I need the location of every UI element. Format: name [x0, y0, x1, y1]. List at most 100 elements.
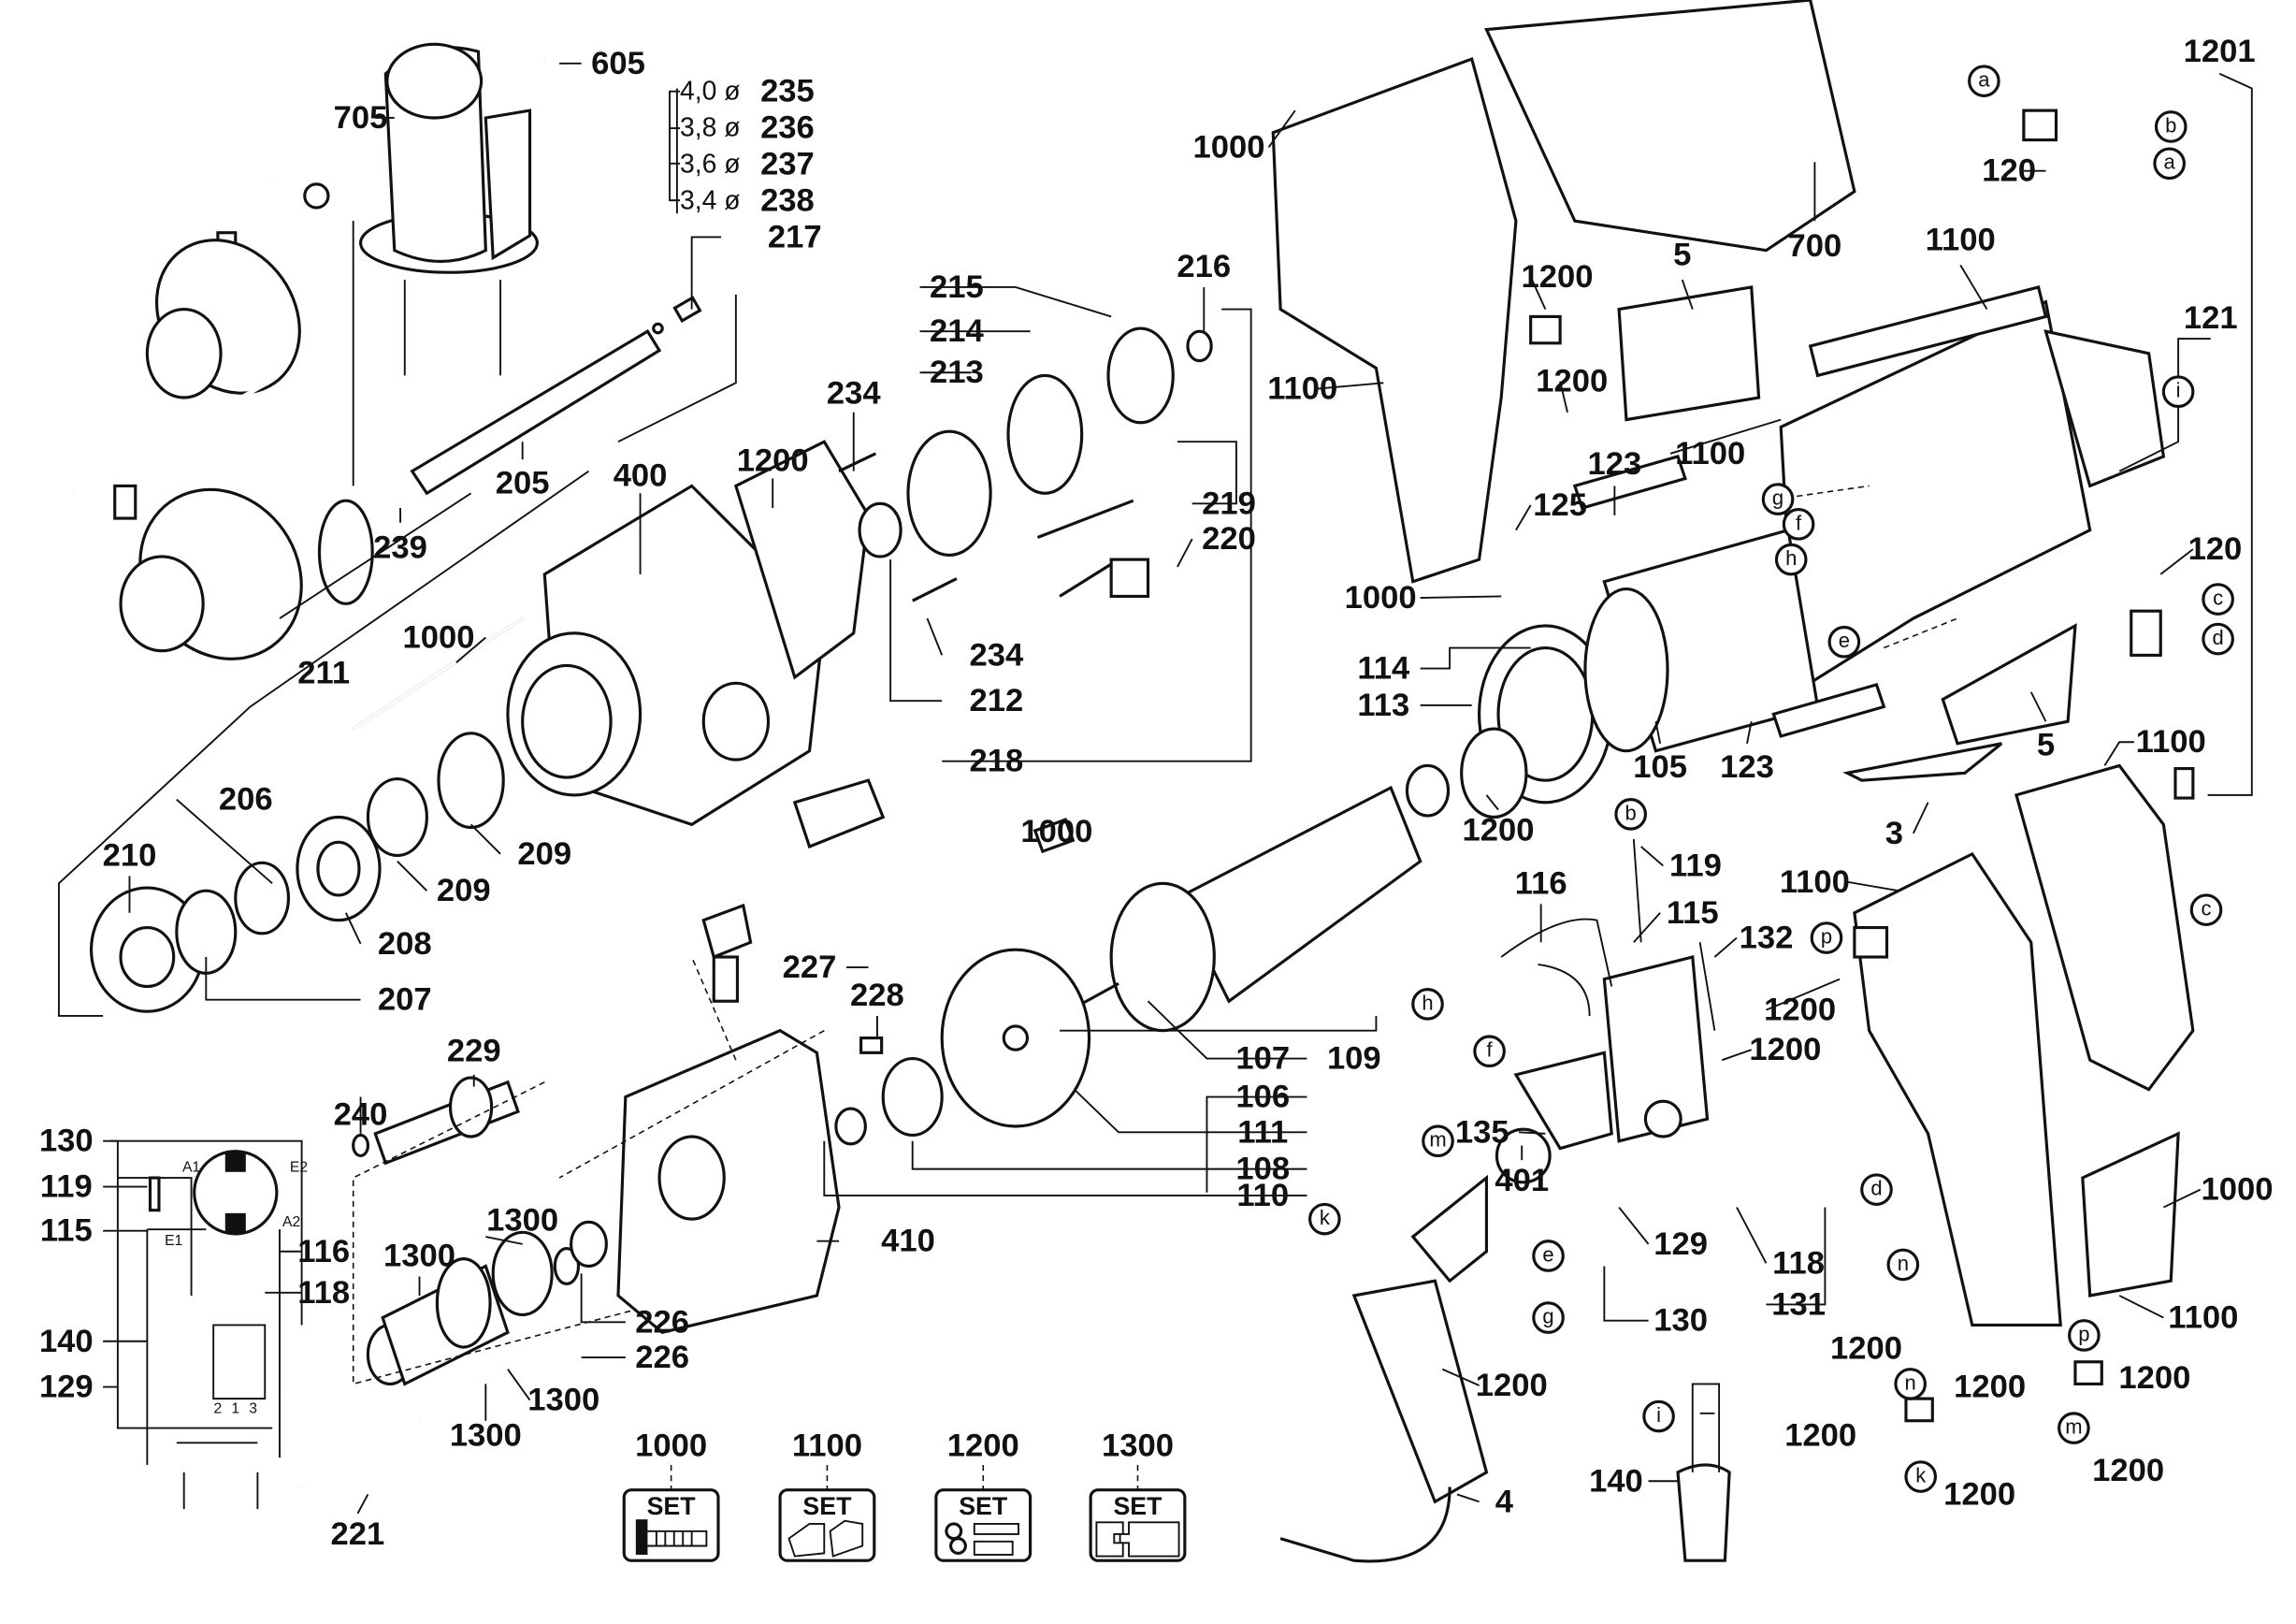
wiring-schematic	[110, 1139, 303, 1510]
wire-connector-marker	[1827, 625, 1861, 659]
wire-letter-c: c	[2213, 587, 2223, 610]
part-label-132: 132	[1740, 921, 1794, 956]
wire-letter-p: p	[1821, 924, 1832, 948]
wire-letter-a: a	[2164, 151, 2176, 174]
part-label-215: 215	[930, 269, 984, 305]
terminal-label: E2	[290, 1160, 308, 1176]
wire-connector-marker	[1886, 1248, 1920, 1282]
wire-connector-marker	[1860, 1173, 1893, 1206]
wire-letter-f: f	[1796, 511, 1802, 534]
part-label-140: 140	[1589, 1463, 1643, 1499]
terminal-label: E1	[165, 1233, 182, 1249]
wire-connector-marker	[2202, 622, 2234, 656]
wire-letter-n: n	[1905, 1370, 1916, 1394]
part-label-1000: 1000	[1020, 814, 1092, 849]
intermediate-shaft-drawing	[300, 1076, 608, 1489]
wire-letter-m: m	[1429, 1128, 1446, 1152]
part-label-1200: 1200	[1784, 1417, 1856, 1453]
wire-connector-marker	[1422, 1124, 1454, 1158]
part-label-108: 108	[1235, 1152, 1290, 1187]
part-label-1100: 1100	[1675, 436, 1745, 471]
part-label-228: 228	[850, 978, 904, 1013]
part-label-1100: 1100	[2168, 1300, 2238, 1336]
part-label-130: 130	[1653, 1303, 1708, 1339]
part-label-235: 235	[760, 74, 815, 109]
housing-halves-icon	[787, 1519, 864, 1558]
part-label-1100: 1100	[2136, 724, 2206, 760]
wire-letter-b: b	[1625, 801, 1637, 824]
part-label-1300: 1300	[486, 1203, 558, 1239]
wire-connector-marker	[2189, 893, 2223, 926]
part-label-205: 205	[496, 465, 550, 500]
part-label-1201: 1201	[2184, 34, 2256, 69]
part-label-1200: 1200	[1463, 813, 1535, 848]
part-label-209: 209	[437, 873, 491, 908]
part-label-227: 227	[783, 950, 837, 985]
part-label-119: 119	[40, 1169, 93, 1205]
side-handle-drawing	[270, 42, 546, 376]
pin-diameter: 3,4 ø	[680, 185, 741, 215]
wire-connector-marker	[1614, 798, 1647, 831]
pin-diameter: 3,6 ø	[680, 149, 741, 179]
part-label-210: 210	[103, 837, 157, 873]
part-label-140: 140	[39, 1324, 94, 1359]
wire-connector-marker	[2161, 375, 2195, 409]
wire-letter-g: g	[1542, 1304, 1553, 1327]
wire-connector-marker	[1473, 1035, 1506, 1068]
wire-letter-k: k	[1320, 1206, 1331, 1229]
part-label-113: 113	[1357, 688, 1409, 723]
part-label-131: 131	[1771, 1286, 1826, 1322]
wire-letter-e: e	[1839, 629, 1850, 652]
small-parts-icon	[945, 1522, 1019, 1556]
wire-connector-marker	[1968, 65, 2000, 97]
gear-housing-drawing	[352, 440, 886, 849]
part-label-220: 220	[1202, 521, 1256, 557]
part-label-120: 120	[1982, 153, 2036, 189]
clutch-parts-drawing	[89, 732, 505, 1013]
part-label-206: 206	[219, 782, 273, 818]
part-label-107: 107	[1235, 1041, 1290, 1077]
wire-connector-marker	[2202, 583, 2234, 616]
part-label-211: 211	[297, 655, 350, 690]
part-label-216: 216	[1177, 249, 1231, 284]
wire-connector-marker	[1411, 988, 1444, 1021]
field-coil-drawing	[1405, 455, 1886, 819]
wire-letter-g: g	[1772, 486, 1783, 510]
part-label-121: 121	[2184, 300, 2238, 336]
wire-connector-marker	[2068, 1319, 2101, 1352]
wire-letter-f: f	[1487, 1038, 1494, 1062]
part-label-212: 212	[970, 683, 1024, 718]
set-number-1000: 1000	[635, 1428, 707, 1463]
part-label-114: 114	[1357, 651, 1410, 687]
terminal-label: A2	[282, 1214, 300, 1230]
part-label-1100: 1100	[1780, 864, 1850, 900]
wire-connector-marker	[1642, 1399, 1675, 1433]
part-label-700: 700	[1788, 228, 1842, 264]
part-label-123: 123	[1587, 446, 1641, 482]
part-label-110: 110	[1236, 1178, 1289, 1213]
leader-lines	[58, 62, 2253, 1515]
part-label-1200: 1200	[737, 443, 809, 479]
wire-connector-marker	[1810, 921, 1843, 954]
part-label-120: 120	[2188, 531, 2243, 567]
part-label-1300: 1300	[450, 1417, 522, 1453]
wire-letter-b: b	[2165, 113, 2176, 137]
wire-letter-d: d	[2212, 626, 2223, 649]
part-label-1000: 1000	[2202, 1172, 2274, 1208]
wire-letter-c: c	[2201, 897, 2211, 921]
wire-connector-marker	[1761, 483, 1795, 515]
part-label-1100: 1100	[1926, 223, 1996, 258]
armature-drawing	[940, 785, 1422, 1128]
part-label-116: 116	[1515, 865, 1567, 901]
part-label-208: 208	[378, 926, 432, 962]
part-label-1200: 1200	[1521, 259, 1593, 295]
part-label-207: 207	[378, 982, 432, 1018]
part-label-1200: 1200	[1476, 1368, 1548, 1403]
set-badge	[778, 1488, 876, 1562]
terminal-label: 1	[231, 1401, 239, 1417]
set-number-1300: 1300	[1102, 1428, 1174, 1463]
terminal-label: 3	[249, 1401, 257, 1417]
